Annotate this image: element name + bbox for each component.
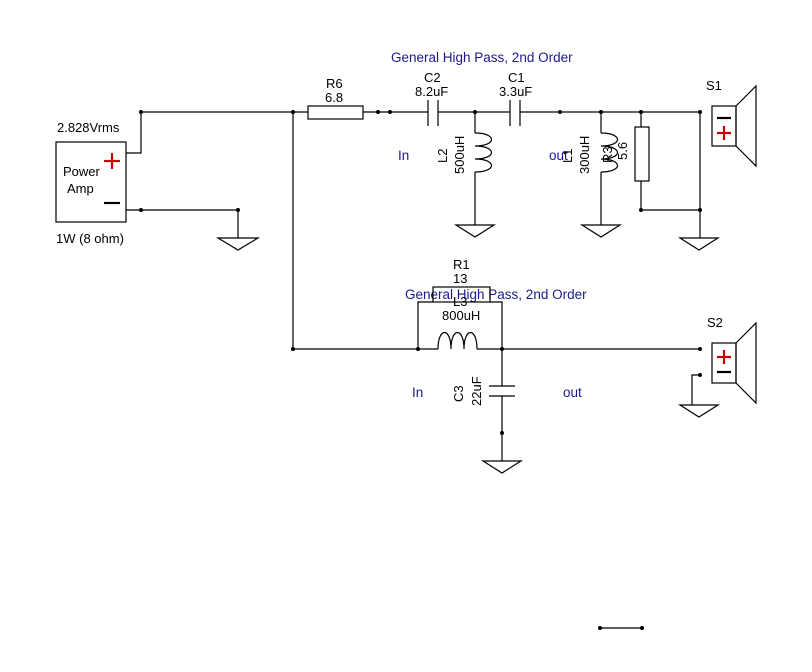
inductor-l2 — [474, 132, 493, 173]
ground-symbol — [453, 224, 497, 238]
r6-value-label: 6.8 — [325, 90, 343, 105]
r3-value-label: 5.6 — [615, 142, 630, 160]
r1-left-lead — [417, 301, 433, 349]
bottom-feed-wire — [292, 112, 438, 350]
top-filter-in-label: In — [398, 148, 409, 163]
c1-value-label: 3.3uF — [499, 84, 532, 99]
l2-name-label: L2 — [435, 149, 450, 163]
power-amp-label-line1: Power — [63, 164, 101, 179]
l3-value-label: 800uH — [442, 308, 480, 323]
power-amp-label-line2: Amp — [67, 181, 94, 196]
s2-negative-wire — [691, 374, 700, 405]
l1-name-label: L1 — [560, 149, 575, 163]
amp-plus-icon — [104, 153, 120, 169]
speaker-s1 — [711, 84, 757, 168]
amp-positive-wire — [126, 111, 308, 154]
ground-symbol — [480, 460, 524, 474]
c2-value-label: 8.2uF — [415, 84, 448, 99]
r3-to-s1-negative-wire — [640, 181, 700, 211]
s2-label: S2 — [707, 315, 723, 330]
s1-label: S1 — [706, 78, 722, 93]
speaker-s2 — [711, 321, 757, 405]
bottom-filter-title: General High Pass, 2nd Order — [405, 287, 587, 302]
ground-symbol — [677, 237, 721, 251]
r1-value-label: 13 — [453, 271, 467, 286]
s2-plus-icon — [717, 350, 731, 364]
capacitor-c1 — [509, 100, 521, 126]
c3-value-label: 22uF — [469, 376, 484, 406]
amp-negative-wire — [126, 209, 239, 238]
bottom-filter-out-label: out — [563, 385, 582, 400]
r1-right-lead — [490, 301, 503, 349]
r3-name-label: R3 — [600, 146, 615, 163]
c1-name-label: C1 — [508, 70, 525, 85]
source-voltage-label: 2.828Vrms — [57, 120, 120, 135]
s1-plus-icon — [717, 126, 731, 140]
r6-name-label: R6 — [326, 76, 343, 91]
c3-name-label: C3 — [451, 385, 466, 402]
l3-name-label: L3 — [453, 294, 467, 309]
ground-symbol — [579, 224, 623, 238]
c2-name-label: C2 — [424, 70, 441, 85]
bottom-filter-in-label: In — [412, 385, 423, 400]
capacitor-c2 — [427, 100, 439, 126]
resistor-r3 — [634, 126, 650, 182]
power-amp-box — [55, 141, 127, 223]
top-filter-out-label: out — [549, 148, 568, 163]
inductor-l1 — [600, 132, 619, 173]
ground-symbol — [215, 237, 261, 251]
source-rating-label: 1W (8 ohm) — [56, 231, 124, 246]
l1-value-label: 300uH — [577, 136, 592, 174]
inductor-l3 — [437, 331, 478, 350]
ground-symbol — [677, 404, 721, 418]
l2-value-label: 500uH — [452, 136, 467, 174]
r1-name-label: R1 — [453, 257, 470, 272]
resistor-r1 — [432, 286, 491, 303]
top-filter-title: General High Pass, 2nd Order — [391, 50, 573, 65]
capacitor-c3 — [489, 385, 515, 397]
resistor-r6 — [307, 105, 364, 120]
